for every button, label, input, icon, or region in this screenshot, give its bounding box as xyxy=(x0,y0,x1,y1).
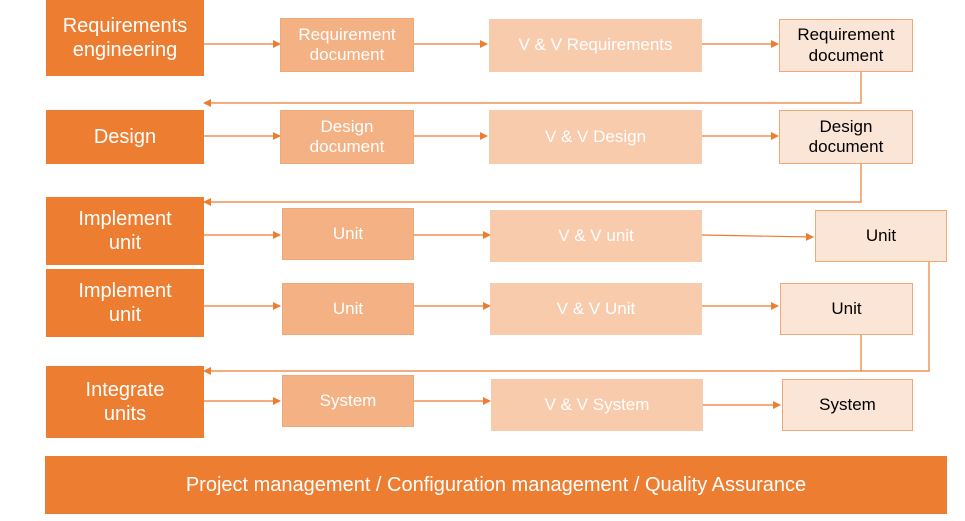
result-label: Design document xyxy=(808,116,884,156)
footer-band: Project management / Configuration manag… xyxy=(45,456,947,514)
phase-implement-unit-1: Implement unit xyxy=(46,197,204,265)
vv-design: V & V Design xyxy=(489,110,702,164)
result-system: System xyxy=(782,379,913,431)
result-label: Unit xyxy=(865,225,897,245)
feedback-r2-to-implement xyxy=(203,164,862,206)
artifact-unit-2: Unit xyxy=(282,283,414,335)
phase-label: Integrate units xyxy=(85,379,165,425)
artifact-unit-1: Unit xyxy=(282,208,414,260)
vv-unit-1: V & V unit xyxy=(490,210,702,262)
vv-requirements: V & V Requirements xyxy=(489,19,702,72)
artifact-label: Requirement document xyxy=(298,24,396,64)
result-label: Requirement document xyxy=(797,25,895,65)
result-unit-2: Unit xyxy=(780,283,913,335)
phase-integrate-units: Integrate units xyxy=(46,366,204,438)
vv-unit-2: V & V Unit xyxy=(490,283,702,335)
result-design-document: Design document xyxy=(779,110,913,164)
result-unit-1: Unit xyxy=(815,210,947,262)
result-label: Unit xyxy=(831,298,862,318)
artifact-requirement-document: Requirement document xyxy=(280,18,414,72)
phase-label: Implement unit xyxy=(78,208,172,254)
artifact-label: Design document xyxy=(309,116,385,156)
phase-label: Requirements engineering xyxy=(62,15,188,61)
feedback-r1-to-design xyxy=(203,72,862,107)
vv-label: V & V Requirements xyxy=(518,35,673,55)
artifact-design-document: Design document xyxy=(280,110,414,164)
artifact-label: System xyxy=(319,390,377,410)
feedback-unit-a-to-integrate xyxy=(203,262,930,375)
result-requirement-document: Requirement document xyxy=(779,19,913,72)
vv-label: V & V unit xyxy=(558,225,634,245)
vv-label: V & V Unit xyxy=(556,298,636,318)
vv-label: V & V System xyxy=(544,394,650,414)
phase-implement-unit-2: Implement unit xyxy=(46,269,204,337)
phase-label: Design xyxy=(93,126,157,148)
artifact-label: Unit xyxy=(332,223,364,243)
vv-system: V & V System xyxy=(491,379,703,431)
arrow-r3-vv-to-result xyxy=(701,232,814,241)
result-label: System xyxy=(819,394,876,414)
phase-design: Design xyxy=(46,110,204,164)
phase-label: Implement unit xyxy=(78,280,172,326)
artifact-system: System xyxy=(282,375,414,427)
vv-label: V & V Design xyxy=(544,126,647,146)
phase-requirements-engineering: Requirements engineering xyxy=(46,0,204,76)
footer-label: Project management / Configuration manag… xyxy=(185,474,807,496)
artifact-label: Unit xyxy=(332,298,364,318)
